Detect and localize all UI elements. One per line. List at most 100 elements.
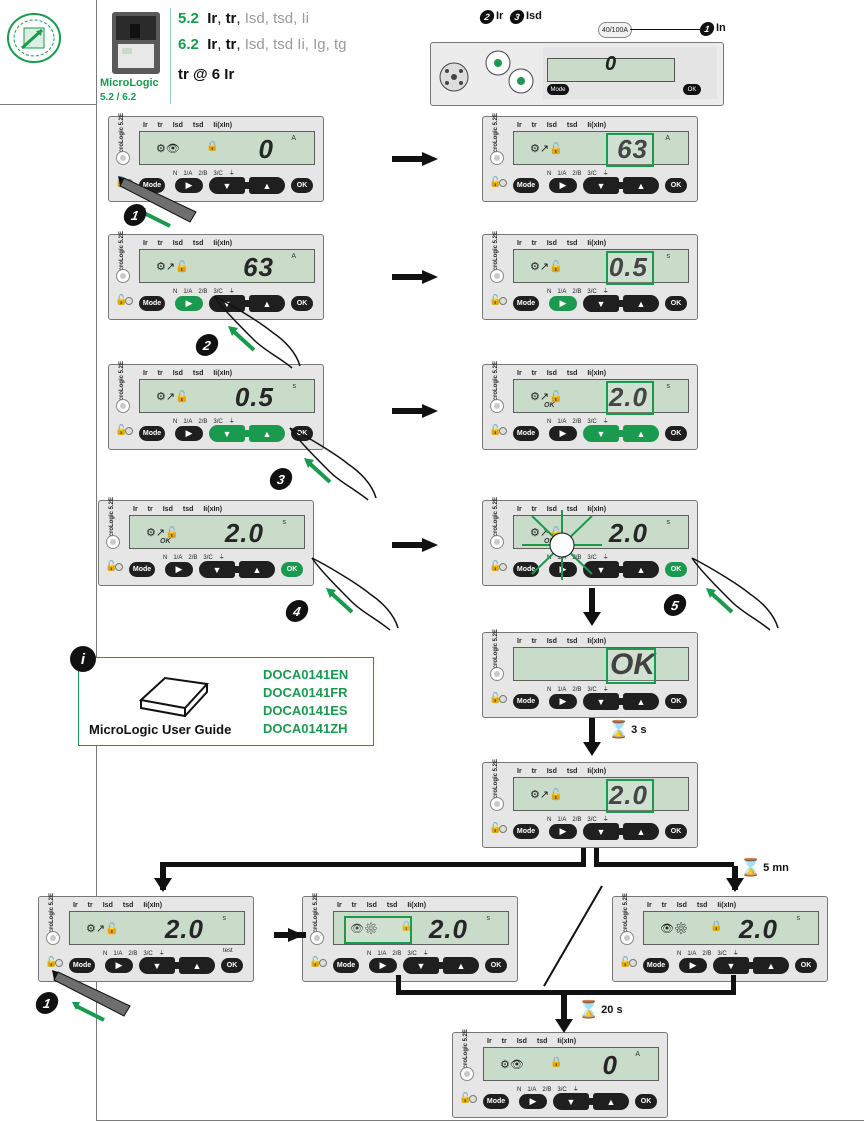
- ok-button[interactable]: OK: [665, 824, 687, 839]
- mode-button[interactable]: Mode: [69, 958, 95, 973]
- right-arrow-button[interactable]: ▶: [549, 426, 577, 441]
- down-button[interactable]: ▼: [209, 177, 245, 194]
- down-button[interactable]: ▼: [583, 425, 619, 442]
- down-button[interactable]: ▼: [139, 957, 175, 974]
- up-button[interactable]: ▲: [623, 693, 659, 710]
- up-down-buttons[interactable]: ▼ ▲: [403, 957, 479, 974]
- mode-button[interactable]: Mode: [333, 958, 359, 973]
- ok-button[interactable]: OK: [665, 562, 687, 577]
- right-arrow-button[interactable]: ▶: [549, 824, 577, 839]
- down-button[interactable]: ▼: [583, 295, 619, 312]
- ok-button[interactable]: OK: [665, 178, 687, 193]
- down-button[interactable]: ▼: [209, 425, 245, 442]
- ok-button[interactable]: OK: [485, 958, 507, 973]
- test-knob[interactable]: [106, 535, 120, 549]
- right-arrow-button[interactable]: ▶: [369, 958, 397, 973]
- down-button[interactable]: ▼: [553, 1093, 589, 1110]
- up-down-buttons[interactable]: ▼ ▲: [583, 295, 659, 312]
- right-arrow-button[interactable]: ▶: [175, 426, 203, 441]
- ok-button[interactable]: OK: [291, 296, 313, 311]
- mode-button[interactable]: Mode: [513, 694, 539, 709]
- phase-0: N: [547, 419, 552, 425]
- up-down-buttons[interactable]: ▼ ▲: [199, 561, 275, 578]
- down-button[interactable]: ▼: [713, 957, 749, 974]
- mode-button[interactable]: Mode: [129, 562, 155, 577]
- ok-button[interactable]: OK: [665, 296, 687, 311]
- test-knob[interactable]: [46, 931, 60, 945]
- test-knob[interactable]: [490, 151, 504, 165]
- up-button[interactable]: ▲: [443, 957, 479, 974]
- up-button[interactable]: ▲: [249, 425, 285, 442]
- test-knob[interactable]: [620, 931, 634, 945]
- down-button[interactable]: ▼: [199, 561, 235, 578]
- up-down-buttons[interactable]: ▼ ▲: [553, 1093, 629, 1110]
- up-down-buttons[interactable]: ▼ ▲: [583, 823, 659, 840]
- header-mode-button[interactable]: Mode: [547, 84, 569, 95]
- right-arrow-button[interactable]: ▶: [549, 296, 577, 311]
- right-arrow-button[interactable]: ▶: [165, 562, 193, 577]
- test-knob[interactable]: [490, 399, 504, 413]
- up-button[interactable]: ▲: [179, 957, 215, 974]
- up-button[interactable]: ▲: [239, 561, 275, 578]
- up-button[interactable]: ▲: [753, 957, 789, 974]
- up-button[interactable]: ▲: [249, 177, 285, 194]
- up-down-buttons[interactable]: ▼ ▲: [139, 957, 215, 974]
- down-button[interactable]: ▼: [583, 177, 619, 194]
- test-knob[interactable]: [116, 399, 130, 413]
- test-knob[interactable]: [490, 269, 504, 283]
- mode-button[interactable]: Mode: [513, 178, 539, 193]
- ok-button[interactable]: OK: [221, 958, 243, 973]
- ok-button[interactable]: OK: [291, 178, 313, 193]
- up-button[interactable]: ▲: [623, 823, 659, 840]
- test-knob[interactable]: [490, 797, 504, 811]
- down-button[interactable]: ▼: [403, 957, 439, 974]
- test-knob[interactable]: [116, 151, 130, 165]
- ok-button[interactable]: OK: [665, 426, 687, 441]
- test-knob[interactable]: [460, 1067, 474, 1081]
- down-button[interactable]: ▼: [583, 823, 619, 840]
- lcd-unit: s: [282, 519, 287, 526]
- right-arrow-button[interactable]: ▶: [175, 296, 203, 311]
- mode-button[interactable]: Mode: [139, 426, 165, 441]
- up-button[interactable]: ▲: [623, 561, 659, 578]
- up-down-buttons[interactable]: ▼ ▲: [209, 425, 285, 442]
- up-down-buttons[interactable]: ▼ ▲: [583, 177, 659, 194]
- right-arrow-button[interactable]: ▶: [679, 958, 707, 973]
- up-button[interactable]: ▲: [623, 295, 659, 312]
- mode-button[interactable]: Mode: [513, 296, 539, 311]
- line2-num: 6.2: [178, 36, 199, 53]
- up-down-buttons[interactable]: ▼ ▲: [713, 957, 789, 974]
- mode-button[interactable]: Mode: [643, 958, 669, 973]
- test-knob[interactable]: [490, 667, 504, 681]
- right-arrow-button[interactable]: ▶: [105, 958, 133, 973]
- arrow-down-3: [555, 995, 573, 1033]
- up-down-buttons[interactable]: ▼ ▲: [583, 693, 659, 710]
- right-arrow-button[interactable]: ▶: [519, 1094, 547, 1109]
- test-knob[interactable]: [310, 931, 324, 945]
- mode-button[interactable]: Mode: [513, 426, 539, 441]
- right-arrow-button[interactable]: ▶: [549, 694, 577, 709]
- right-arrow-button[interactable]: ▶: [175, 178, 203, 193]
- up-button[interactable]: ▲: [593, 1093, 629, 1110]
- up-button[interactable]: ▲: [623, 177, 659, 194]
- ok-button[interactable]: OK: [795, 958, 817, 973]
- up-button[interactable]: ▲: [623, 425, 659, 442]
- up-down-buttons[interactable]: ▼ ▲: [209, 177, 285, 194]
- test-knob[interactable]: [116, 269, 130, 283]
- up-down-buttons[interactable]: ▼ ▲: [583, 425, 659, 442]
- mode-button[interactable]: Mode: [513, 824, 539, 839]
- phase-1: 1/A: [377, 951, 387, 957]
- ok-button[interactable]: OK: [665, 694, 687, 709]
- mode-button[interactable]: Mode: [483, 1094, 509, 1109]
- menu-0: Ir: [143, 122, 148, 129]
- test-knob[interactable]: [490, 535, 504, 549]
- ok-button[interactable]: OK: [281, 562, 303, 577]
- up-button[interactable]: ▲: [249, 295, 285, 312]
- right-arrow-button[interactable]: ▶: [549, 178, 577, 193]
- mode-button[interactable]: Mode: [139, 296, 165, 311]
- ok-button[interactable]: OK: [635, 1094, 657, 1109]
- down-button[interactable]: ▼: [583, 693, 619, 710]
- phase-2: 2/B: [572, 419, 582, 425]
- header-ok-button[interactable]: OK: [683, 84, 701, 95]
